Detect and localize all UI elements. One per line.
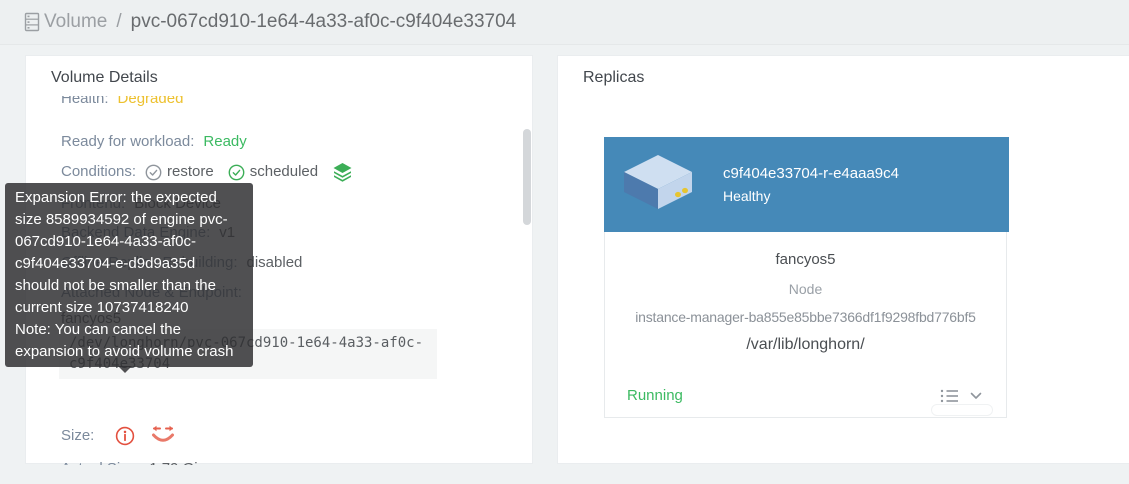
layers-icon[interactable]	[332, 162, 353, 182]
size-error-info-icon[interactable]	[115, 426, 135, 446]
breadcrumb-bar: Volume / pvc-067cd910-1e64-4a33-af0c-c9f…	[0, 0, 1129, 45]
rebuilding-value: disabled	[246, 254, 303, 271]
breadcrumb-volume-name: pvc-067cd910-1e64-4a33-af0c-c9f404e33704	[130, 11, 517, 32]
ready-label: Ready for workload:	[61, 133, 195, 150]
size-label: Size:	[61, 426, 95, 444]
check-circle-icon	[145, 164, 162, 180]
tooltip-caret	[118, 366, 132, 373]
replicas-title: Replicas	[583, 69, 645, 86]
list-icon	[940, 389, 958, 402]
actual-size-row: Actual Size: 1.79 Gi	[61, 459, 198, 465]
condition-restore[interactable]: restore	[145, 162, 214, 182]
replica-menu-button[interactable]	[940, 388, 982, 404]
volume-icon	[24, 12, 41, 32]
replica-item: c9f404e33704-r-e4aaa9c4 Healthy fancyos5…	[604, 137, 1009, 418]
replica-health: Healthy	[723, 188, 771, 204]
size-row: Size:	[61, 424, 179, 447]
condition-scheduled[interactable]: scheduled	[228, 162, 318, 182]
expanding-spinner-icon	[147, 424, 179, 447]
chevron-down-icon	[970, 392, 982, 399]
conditions-row: Conditions: restore scheduled	[61, 162, 353, 182]
replica-header: c9f404e33704-r-e4aaa9c4 Healthy	[604, 137, 1009, 232]
conditions-label: Conditions:	[61, 163, 137, 180]
replica-body: fancyos5 Node instance-manager-ba855e85b…	[605, 232, 1006, 418]
replica-node: fancyos5	[775, 251, 836, 268]
replica-menu-ghost-outline	[931, 404, 993, 416]
replica-node-label: Node	[788, 281, 823, 297]
replica-state: Running	[627, 387, 683, 404]
volume-details-title: Volume Details	[51, 69, 158, 86]
breadcrumb-separator: /	[116, 11, 122, 32]
ready-value: Ready	[203, 133, 247, 150]
health-row: Health: Degraded	[61, 96, 183, 109]
replica-name: c9f404e33704-r-e4aaa9c4	[723, 165, 899, 182]
expansion-error-tooltip: Expansion Error: the expected size 85899…	[5, 183, 253, 373]
disk-icon	[619, 152, 697, 217]
health-value: Degraded	[117, 96, 184, 107]
actual-size-label: Actual Size:	[61, 459, 140, 465]
replica-data-path: /var/lib/longhorn/	[746, 336, 865, 353]
ready-row: Ready for workload: Ready	[61, 132, 247, 152]
actual-size-value: 1.79 Gi	[149, 459, 197, 465]
breadcrumb-section[interactable]: Volume	[44, 11, 108, 32]
health-label: Health:	[61, 96, 109, 107]
scrollbar-thumb[interactable]	[523, 129, 531, 225]
replica-instance-manager: instance-manager-ba855e85bbe7366df1f9298…	[635, 309, 976, 325]
check-circle-green-icon	[228, 164, 245, 180]
breadcrumb: Volume / pvc-067cd910-1e64-4a33-af0c-c9f…	[24, 11, 516, 33]
replicas-card: Replicas c9f404e33704-r-e4aaa9c4 Healthy	[557, 55, 1129, 464]
